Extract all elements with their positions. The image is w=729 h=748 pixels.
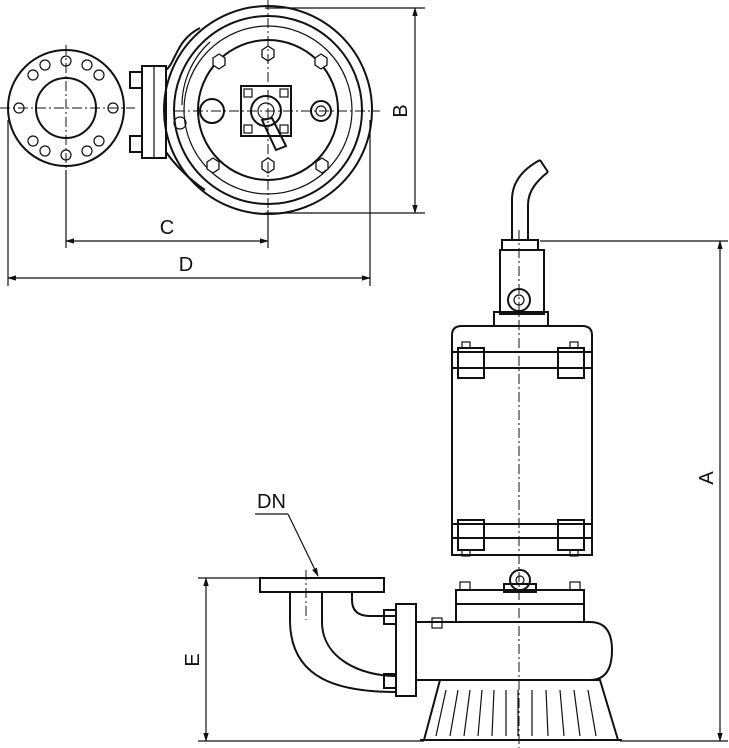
dimension-b: B [265,7,425,214]
dn-callout: DN [255,491,319,577]
pump-casing [440,569,614,681]
motor-housing [451,325,593,557]
power-cable [501,159,549,251]
top-view: B C D [0,0,425,286]
dimension-d: D [7,120,371,286]
dimension-c: C [65,170,269,248]
side-view: DN A E [182,159,728,748]
dn-label: DN [257,491,286,513]
cable-gland-side [493,249,549,327]
dimension-d-label: D [179,254,193,276]
pump-body-top [163,0,380,240]
strainer-base [420,679,622,741]
dimension-c-label: C [160,217,174,239]
flange-connector-top [129,27,206,191]
dimension-e: E [182,577,424,742]
dimension-a-label: A [696,471,718,485]
dimension-a: A [540,240,728,742]
discharge-flange-top [0,45,135,175]
dimension-e-label: E [182,653,204,666]
discharge-elbow [259,577,456,697]
dimension-b-label: B [390,104,412,117]
